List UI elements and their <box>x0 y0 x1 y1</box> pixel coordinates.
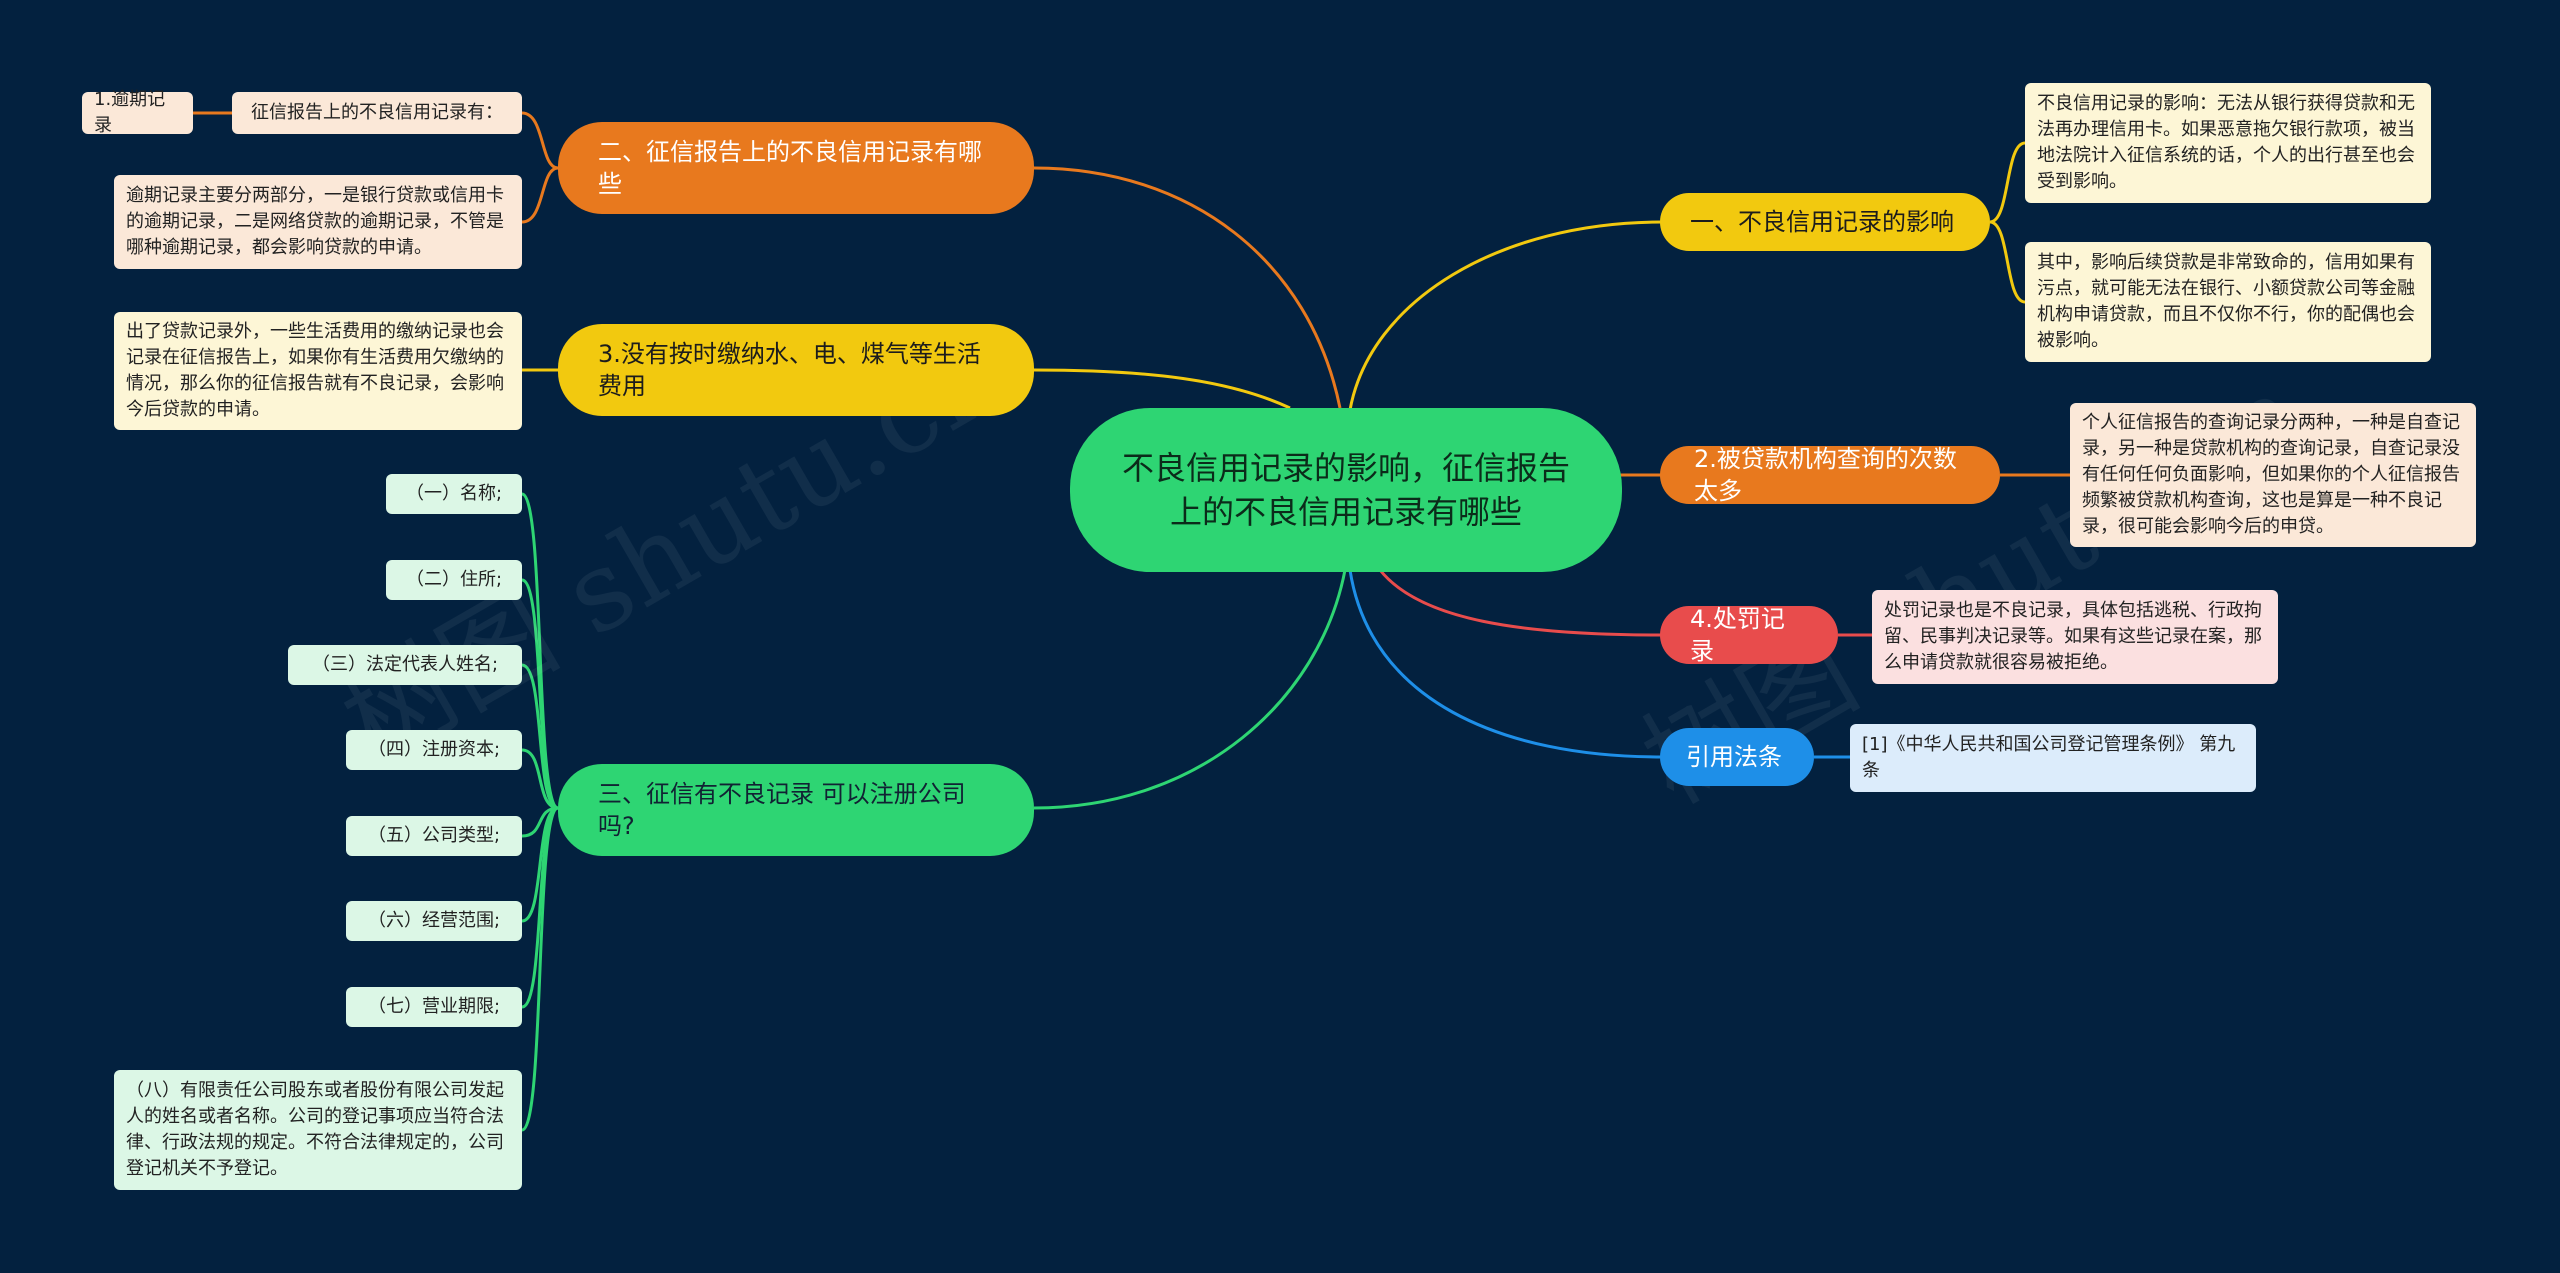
list-item-shareholders: （八）有限责任公司股东或者股份有限公司发起人的姓名或者名称。公司的登记事项应当符… <box>114 1070 522 1190</box>
branch-register-company-label: 三、征信有不良记录 可以注册公司吗? <box>598 780 966 840</box>
list-item-business-scope: （六）经营范围; <box>346 901 522 941</box>
list-item-capital: （四）注册资本; <box>346 730 522 770</box>
leaf-utility-bills: 出了贷款记录外，一些生活费用的缴纳记录也会记录在征信报告上，如果你有生活费用欠缴… <box>114 312 522 430</box>
list-item-address: （二）住所; <box>386 560 522 600</box>
list-item-name: （一）名称; <box>386 474 522 514</box>
branch-utility-bills-label: 3.没有按时缴纳水、电、煤气等生活费用 <box>598 340 981 400</box>
branch-legal-reference[interactable]: 引用法条 <box>1660 728 1814 786</box>
list-item-company-type: （五）公司类型; <box>346 816 522 856</box>
leaf-overdue-record: 1.逾期记录 <box>82 89 193 136</box>
leaf-overdue-detail: 逾期记录主要分两部分，一是银行贷款或信用卡的逾期记录，二是网络贷款的逾期记录，不… <box>114 175 522 269</box>
leaf-impact-1: 不良信用记录的影响：无法从银行获得贷款和无法再办理信用卡。如果恶意拖欠银行款项，… <box>2025 83 2431 203</box>
branch-penalty-record[interactable]: 4.处罚记录 <box>1660 605 1838 665</box>
branch-utility-bills[interactable]: 3.没有按时缴纳水、电、煤气等生活费用 <box>558 324 1034 416</box>
list-item-term: （七）营业期限; <box>346 987 522 1027</box>
branch-credit-impact-label: 一、不良信用记录的影响 <box>1690 208 1954 236</box>
branch-bad-records[interactable]: 二、征信报告上的不良信用记录有哪些 <box>558 122 1034 214</box>
leaf-penalty-record: 处罚记录也是不良记录，具体包括逃税、行政拘留、民事判决记录等。如果有这些记录在案… <box>1872 590 2278 684</box>
branch-bad-records-label: 二、征信报告上的不良信用记录有哪些 <box>598 138 982 198</box>
central-topic-label: 不良信用记录的影响，征信报告上的不良信用记录有哪些 <box>1121 449 1570 531</box>
branch-register-company[interactable]: 三、征信有不良记录 可以注册公司吗? <box>558 764 1034 856</box>
branch-credit-impact[interactable]: 一、不良信用记录的影响 <box>1660 193 1990 251</box>
leaf-bad-records-intro: 征信报告上的不良信用记录有： <box>232 92 522 134</box>
leaf-query-count: 个人征信报告的查询记录分两种，一种是自查记录，另一种是贷款机构的查询记录，自查记… <box>2070 403 2476 547</box>
branch-query-count-label: 2.被贷款机构查询的次数太多 <box>1694 445 1957 505</box>
branch-legal-reference-label: 引用法条 <box>1686 743 1782 771</box>
list-item-legal-rep: （三）法定代表人姓名; <box>288 645 522 685</box>
central-topic[interactable]: 不良信用记录的影响，征信报告上的不良信用记录有哪些 <box>1070 408 1622 572</box>
branch-query-count[interactable]: 2.被贷款机构查询的次数太多 <box>1660 445 2000 505</box>
leaf-legal-reference: [1]《中华人民共和国公司登记管理条例》 第九条 <box>1850 724 2256 792</box>
leaf-impact-2: 其中，影响后续贷款是非常致命的，信用如果有污点，就可能无法在银行、小额贷款公司等… <box>2025 242 2431 362</box>
branch-penalty-record-label: 4.处罚记录 <box>1690 605 1785 665</box>
